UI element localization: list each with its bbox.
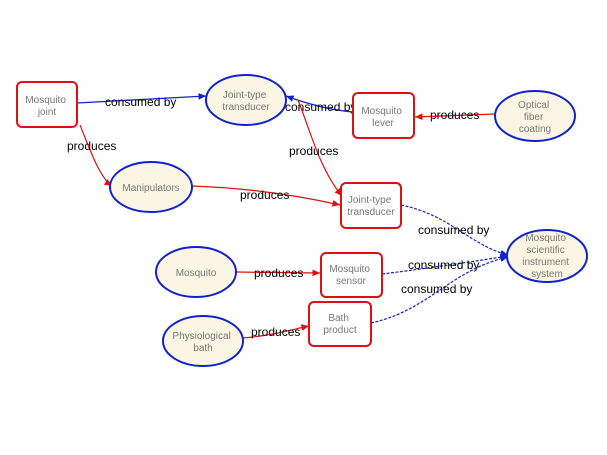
node-mosquito-sensor[interactable]: Mosquito sensor [320, 252, 383, 298]
node-ellipse [506, 229, 588, 283]
node-label: Joint-type transducer [222, 90, 270, 113]
node-box [340, 182, 402, 229]
node-label: Mosquito joint [25, 95, 68, 118]
edge-line [297, 99, 343, 197]
node-label: Physiological bath [172, 331, 233, 354]
edge-mosquito-to-sensor: produces [235, 266, 321, 280]
edge-line [191, 185, 341, 207]
edge-joint-transducer-to-instrument: consumed by [400, 204, 509, 257]
edge-line [400, 204, 509, 257]
node-box [352, 92, 415, 139]
node-mosquito-joint[interactable]: Mosquito joint [16, 81, 78, 128]
node-label: Mosquito sensor [329, 264, 372, 287]
edge-line [414, 113, 496, 121]
node-manipulators[interactable]: Manipulators [109, 161, 193, 213]
node-bath-product[interactable]: Bath product [308, 301, 372, 347]
node-ellipse [205, 74, 287, 126]
edge-mosquito-joint-to-joint-transducer: consumed by [76, 93, 207, 109]
node-joint-transducer-top[interactable]: Joint-type transducer [205, 74, 287, 126]
node-ellipse [162, 315, 244, 367]
edge-label: consumed by [285, 100, 356, 114]
node-label: Joint-type transducer [347, 195, 395, 218]
edge-mosquito-lever-to-joint-transducer: consumed by [285, 95, 356, 114]
node-joint-transducer-mid[interactable]: Joint-type transducer [340, 182, 402, 229]
node-ellipse [109, 161, 193, 213]
node-mosquito-scientific-instrument-system[interactable]: Mosquito scientific instrument system [506, 229, 588, 283]
edge-line [285, 95, 354, 113]
node-box [320, 252, 383, 298]
node-ellipse [494, 90, 576, 142]
edge-joint-transducer-top-to-mid: produces [289, 99, 343, 197]
edge-optical-fiber-to-mosquito-lever: produces [414, 108, 496, 122]
node-box [308, 301, 372, 347]
edge-label: produces [251, 325, 300, 339]
edge-label: consumed by [105, 95, 176, 109]
edge-line [370, 255, 509, 324]
edge-bath-product-to-instrument: consumed by [370, 255, 509, 324]
edge-label: produces [289, 144, 338, 158]
edge-line [381, 253, 509, 275]
edge-mosquito-joint-to-manipulators: produces [67, 124, 116, 187]
edge-bath-to-bath-product: produces [241, 324, 310, 339]
edge-line [79, 124, 113, 187]
edge-label: produces [67, 139, 116, 153]
node-label: Mosquito scientific instrument system [522, 233, 571, 280]
node-label: Bath product [323, 313, 357, 336]
node-label: Mosquito [176, 268, 217, 279]
edge-label: produces [430, 108, 479, 122]
edge-line [76, 93, 207, 104]
edge-line [241, 324, 310, 339]
edge-manipulators-to-joint-transducer: produces [191, 185, 341, 207]
node-box [16, 81, 78, 128]
edge-label: produces [240, 188, 289, 202]
edge-label: consumed by [401, 282, 472, 296]
edge-label: produces [254, 266, 303, 280]
edge-sensor-to-instrument: consumed by [381, 253, 509, 275]
edge-label: consumed by [418, 223, 489, 237]
node-physiological-bath[interactable]: Physiological bath [162, 315, 244, 367]
node-optical-fiber-coating[interactable]: Optical fiber coating [494, 90, 576, 142]
node-label: Manipulators [122, 183, 179, 194]
edge-line [235, 269, 321, 277]
node-ellipse [155, 246, 237, 298]
node-label: Mosquito lever [361, 106, 404, 129]
edge-label: consumed by [408, 258, 479, 272]
node-mosquito-lever[interactable]: Mosquito lever [352, 92, 415, 139]
node-mosquito[interactable]: Mosquito [155, 246, 237, 298]
node-label: Optical fiber coating [518, 100, 552, 135]
